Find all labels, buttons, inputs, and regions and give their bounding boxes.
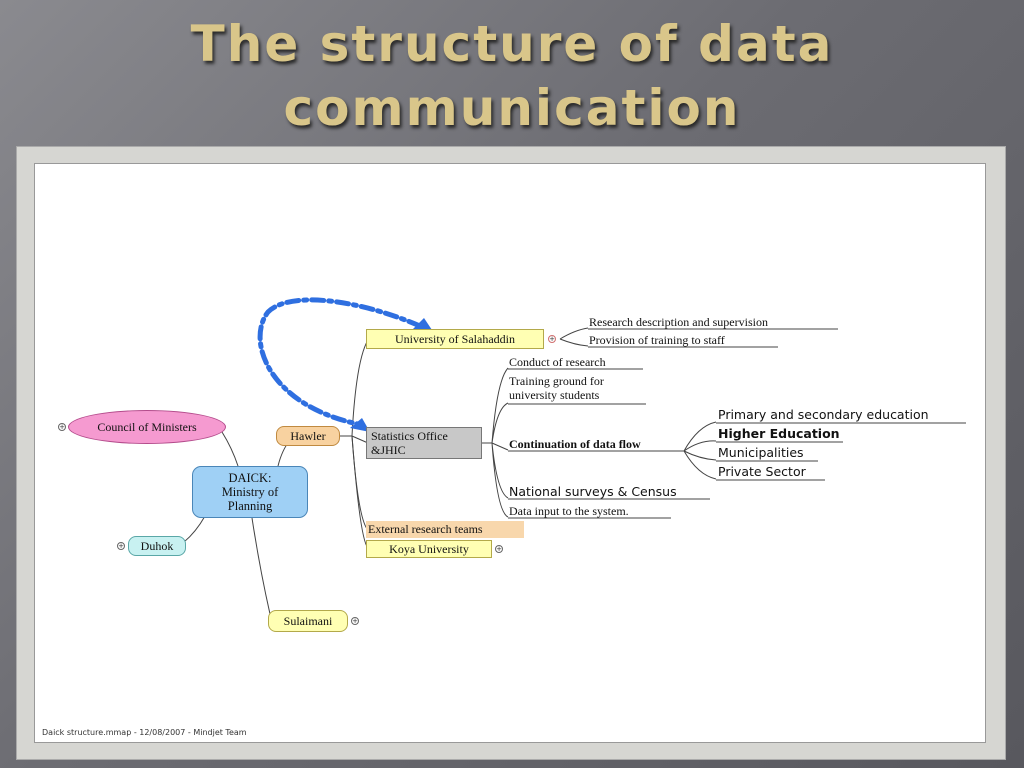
- koya-fold-icon[interactable]: +: [495, 545, 503, 553]
- leaf-national-surveys: National surveys & Census: [509, 484, 677, 499]
- leaf-municipalities: Municipalities: [718, 445, 804, 460]
- duhok-fold-icon[interactable]: +: [117, 542, 125, 550]
- arrowhead-salahaddin: [412, 318, 432, 330]
- title-line-2: communication: [283, 79, 741, 137]
- link-statistics-children: [482, 367, 509, 518]
- hawler-node[interactable]: Hawler: [276, 426, 340, 446]
- training-ground-line-2: university students: [509, 388, 600, 402]
- leaf-continuation-of-data-flow: Continuation of data flow: [509, 437, 641, 451]
- link-center-sulaimani: [251, 517, 271, 615]
- koya-university-node[interactable]: Koya University: [366, 540, 492, 558]
- statistics-office-node[interactable]: Statistics Office &JHIC: [366, 427, 482, 459]
- relationship-arrow: [257, 297, 423, 427]
- sulaimani-fold-icon[interactable]: +: [351, 617, 359, 625]
- statistics-line-1: Statistics Office: [371, 429, 448, 443]
- leaf-higher-education: Higher Education: [718, 426, 840, 441]
- center-line-1: DAICK:: [228, 471, 272, 485]
- arrowhead-statistics: [350, 418, 370, 432]
- leaf-primary-secondary-education: Primary and secondary education: [718, 407, 929, 422]
- center-node-ministry-of-planning[interactable]: DAICK: Ministry of Planning: [192, 466, 308, 518]
- salahaddin-fold-icon[interactable]: +: [548, 335, 556, 343]
- link-dataflow-children: [683, 421, 717, 480]
- link-salahaddin-children: [559, 327, 589, 347]
- diagram-canvas: [34, 163, 986, 743]
- leaf-training-ground: Training ground for university students: [509, 374, 604, 402]
- diagram-footer: Daick structure.mmap - 12/08/2007 - Mind…: [42, 728, 247, 737]
- leaf-conduct-of-research: Conduct of research: [509, 355, 606, 369]
- external-research-node[interactable]: External research teams: [366, 521, 524, 538]
- link-hawler-statistics: [351, 435, 369, 444]
- title-line-1: The structure of data: [190, 15, 834, 73]
- slide-title: The structure of data communication: [0, 12, 1024, 140]
- center-line-3: Planning: [227, 499, 273, 513]
- leaf-provision-of-training: Provision of training to staff: [589, 333, 725, 347]
- council-fold-icon[interactable]: +: [58, 423, 66, 431]
- statistics-line-2: &JHIC: [371, 443, 406, 457]
- duhok-node[interactable]: Duhok: [128, 536, 186, 556]
- training-ground-line-1: Training ground for: [509, 374, 604, 388]
- leaf-data-input: Data input to the system.: [509, 504, 629, 518]
- link-center-council: [221, 431, 239, 467]
- leaf-research-description: Research description and supervision: [589, 315, 768, 329]
- university-salahaddin-node[interactable]: University of Salahaddin: [366, 329, 544, 349]
- sulaimani-node[interactable]: Sulaimani: [268, 610, 348, 632]
- council-of-ministers-node[interactable]: Council of Ministers: [68, 410, 226, 444]
- leaf-private-sector: Private Sector: [718, 464, 806, 479]
- center-line-2: Ministry of: [221, 485, 279, 499]
- link-center-duhok: [183, 515, 206, 543]
